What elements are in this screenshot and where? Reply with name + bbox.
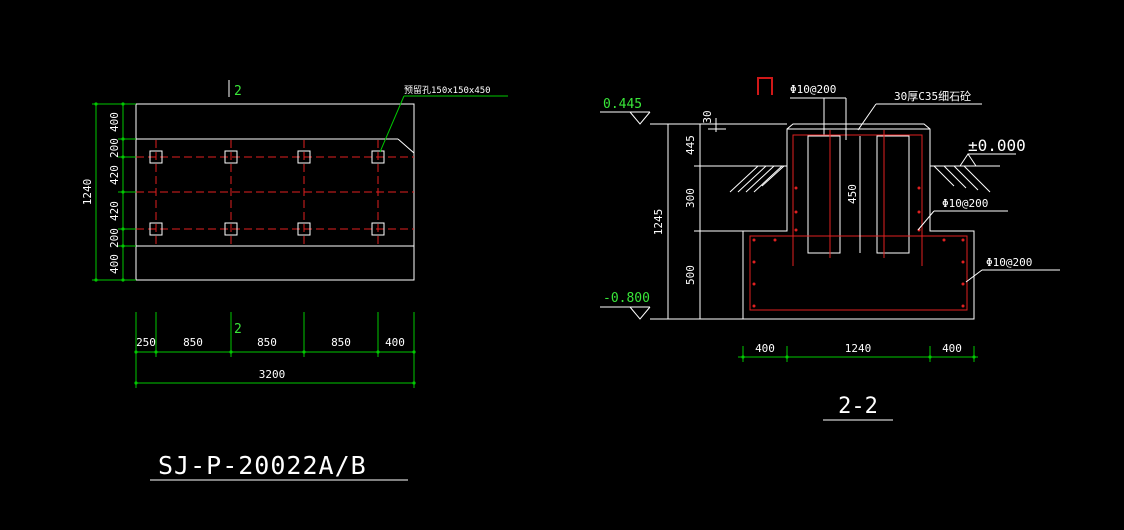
plan-horizontal-total: 3200 <box>259 368 286 381</box>
ground-hatch <box>705 165 1000 193</box>
section-label: 2-2 <box>838 394 878 419</box>
vdim-label: 200 <box>108 138 121 158</box>
vdim-label: 400 <box>108 254 121 274</box>
rebar-top-label: Φ10@200 <box>790 83 836 96</box>
plan-view: 2 2 预留孔150x150x450 1240 <box>81 80 508 481</box>
rebar-cage <box>749 130 968 311</box>
vdim-label: 200 <box>108 228 121 248</box>
bolt-hole <box>149 150 163 164</box>
bottom-dim-label: 1240 <box>845 342 872 355</box>
ground-level-marker <box>945 153 1016 167</box>
elevation-bottom: -0.800 <box>603 291 650 306</box>
plan-horizontal-dim-ticks <box>134 350 416 385</box>
bottom-dim-label: 400 <box>755 342 775 355</box>
dim-300: 300 <box>684 188 697 208</box>
section-bottom-dim-ticks <box>741 355 976 359</box>
dim-445: 445 <box>684 135 697 155</box>
bolt-hole <box>149 222 163 236</box>
section-mark-bottom: 2 <box>234 322 242 337</box>
vdim-label: 420 <box>108 165 121 185</box>
bolt-hole <box>297 222 311 236</box>
rebar-pedestal-stirrup <box>792 134 923 266</box>
bolt-hole <box>224 222 238 236</box>
section-marker <box>757 77 773 95</box>
bolt-hole <box>371 222 385 236</box>
bolt-hole <box>297 150 311 164</box>
plan-vertical-dim-labels: 400 200 420 420 200 400 <box>108 112 121 274</box>
rebar-dots <box>752 186 965 308</box>
plan-centerlines <box>136 140 414 246</box>
vdim-label: 400 <box>108 112 121 132</box>
plan-horizontal-dim-labels: 250 850 850 850 400 3200 <box>136 336 405 381</box>
hdim-label: 850 <box>331 336 351 349</box>
bottom-dim-label: 400 <box>942 342 962 355</box>
rebar-mid-label: Φ10@200 <box>942 197 988 210</box>
vdim-label: 420 <box>108 201 121 221</box>
dim-30: 30 <box>701 110 714 123</box>
plan-vertical-dim-ticks <box>94 102 125 282</box>
topping-note: 30厚C35细石砼 <box>894 90 971 103</box>
plan-vertical-total: 1240 <box>81 179 94 206</box>
elevation-top: 0.445 <box>603 97 642 112</box>
plan-chamfer <box>397 138 415 154</box>
hdim-label: 850 <box>257 336 277 349</box>
dim-500: 500 <box>684 265 697 285</box>
bolt-hole <box>371 150 385 164</box>
hole-note-leader <box>379 95 508 153</box>
hdim-label: 850 <box>183 336 203 349</box>
hdim-label: 250 <box>136 336 156 349</box>
ground-level: ±0.000 <box>968 136 1026 155</box>
anchor-pocket-right <box>876 135 910 254</box>
dim-450: 450 <box>846 184 859 204</box>
section-bottom-dims <box>738 346 978 362</box>
bolt-hole <box>224 150 238 164</box>
section-mark-top: 2 <box>234 84 242 99</box>
rebar-base-label: Φ10@200 <box>986 256 1032 269</box>
note-leaders <box>790 97 1060 283</box>
hdim-label: 400 <box>385 336 405 349</box>
bolt-holes <box>149 150 385 236</box>
section-outline <box>742 123 975 320</box>
section-vertical-dims <box>662 118 861 320</box>
section-view: Φ10@200 30厚C35细石砼 Φ10@200 Φ10@200 ±0.000 <box>600 77 1060 421</box>
drawing-id: SJ-P-20022A/B <box>158 451 367 480</box>
dim-1245: 1245 <box>652 209 665 236</box>
hole-note: 预留孔150x150x450 <box>404 84 491 96</box>
plan-horizontal-dimension <box>135 312 415 388</box>
